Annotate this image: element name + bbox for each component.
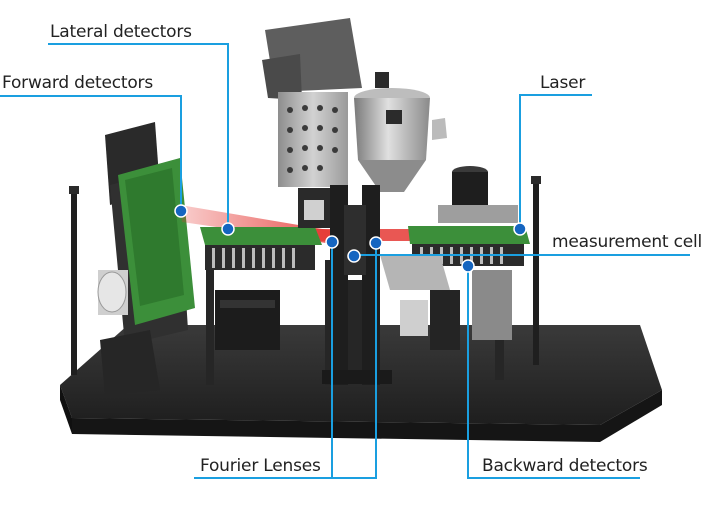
label-fourier-lenses: Fourier Lenses [200, 456, 321, 476]
label-measurement-cell: measurement cell [552, 232, 703, 252]
callout-backward-line [467, 266, 640, 479]
callout-lines [0, 43, 690, 479]
callout-dot-laser [513, 222, 527, 236]
label-laser: Laser [540, 73, 586, 93]
callout-dot-backward [461, 259, 475, 273]
callout-laser-line [519, 94, 592, 228]
callout-dot-fourier-right [369, 236, 383, 250]
sample-hopper [354, 72, 447, 192]
callout-dot-lateral [221, 222, 235, 236]
callout-forward-line [0, 95, 182, 210]
sample-tower [262, 18, 362, 228]
callout-fourier-right-line [332, 244, 377, 479]
label-lateral-detectors: Lateral detectors [50, 22, 192, 42]
backward-detector-assembly [380, 166, 530, 350]
callout-dots [174, 204, 527, 273]
callout-dot-forward [174, 204, 188, 218]
callout-dot-measurement [347, 249, 361, 263]
forward-detector-assembly [97, 122, 195, 395]
label-backward-detectors: Backward detectors [482, 456, 648, 476]
label-forward-detectors: Forward detectors [2, 73, 154, 93]
callout-lateral-line [48, 43, 229, 228]
callout-dot-fourier-left [325, 235, 339, 249]
